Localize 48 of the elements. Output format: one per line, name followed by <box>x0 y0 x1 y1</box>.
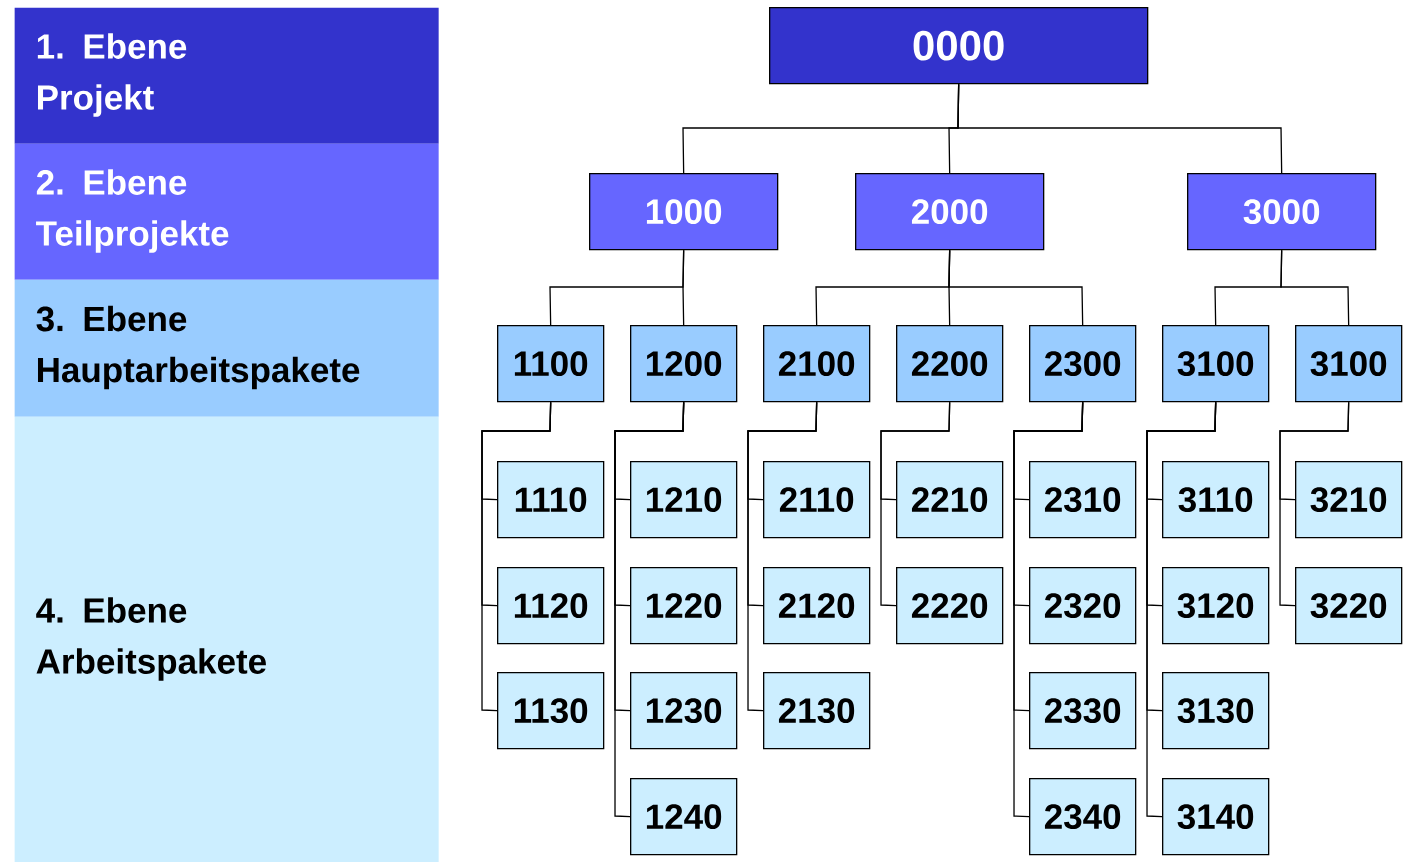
code-box: 2120 <box>763 567 871 645</box>
code-box: 0000 <box>769 7 1149 85</box>
connector-line <box>1146 401 1217 818</box>
code-box: 2300 <box>1029 325 1137 403</box>
code-box: 2200 <box>896 325 1004 403</box>
level-band: 4. Ebene Arbeitspakete <box>14 416 439 862</box>
level-band: 3. Ebene Hauptarbeitspakete <box>14 279 439 417</box>
connector-line <box>747 401 818 712</box>
connector-line <box>682 249 685 326</box>
connector-line <box>1279 401 1350 607</box>
code-box: 3100 <box>1162 325 1270 403</box>
code-box: 3100 <box>1295 325 1403 403</box>
connector-line <box>948 249 1084 326</box>
level-band: 1. Ebene Projekt <box>14 7 439 144</box>
code-box: 3130 <box>1162 672 1270 750</box>
code-box: 2110 <box>763 461 871 539</box>
code-box: 3220 <box>1295 567 1403 645</box>
code-box: 2330 <box>1029 672 1137 750</box>
code-box: 2220 <box>896 567 1004 645</box>
code-box: 1220 <box>630 567 738 645</box>
connector-line <box>1013 401 1084 818</box>
code-box: 3140 <box>1162 778 1270 856</box>
connector-line <box>481 401 552 712</box>
code-box: 3000 <box>1187 173 1377 251</box>
code-box: 3120 <box>1162 567 1270 645</box>
code-box: 1120 <box>497 567 605 645</box>
connector-line <box>1280 249 1350 326</box>
code-box: 1110 <box>497 461 605 539</box>
code-box: 1200 <box>630 325 738 403</box>
code-box: 1210 <box>630 461 738 539</box>
code-box: 2000 <box>855 173 1045 251</box>
connector-line <box>880 401 951 607</box>
code-box: 3210 <box>1295 461 1403 539</box>
code-box: 1130 <box>497 672 605 750</box>
code-box: 2100 <box>763 325 871 403</box>
code-box: 2310 <box>1029 461 1137 539</box>
code-box: 2340 <box>1029 778 1137 856</box>
connector-line <box>614 401 685 818</box>
level-band: 2. Ebene Teilprojekte <box>14 143 439 280</box>
connector-line <box>957 83 1283 174</box>
code-box: 1240 <box>630 778 738 856</box>
code-box: 3110 <box>1162 461 1270 539</box>
code-box: 1100 <box>497 325 605 403</box>
code-box: 2210 <box>896 461 1004 539</box>
code-box: 2130 <box>763 672 871 750</box>
code-box: 1000 <box>589 173 779 251</box>
code-box: 1230 <box>630 672 738 750</box>
code-box: 2320 <box>1029 567 1137 645</box>
